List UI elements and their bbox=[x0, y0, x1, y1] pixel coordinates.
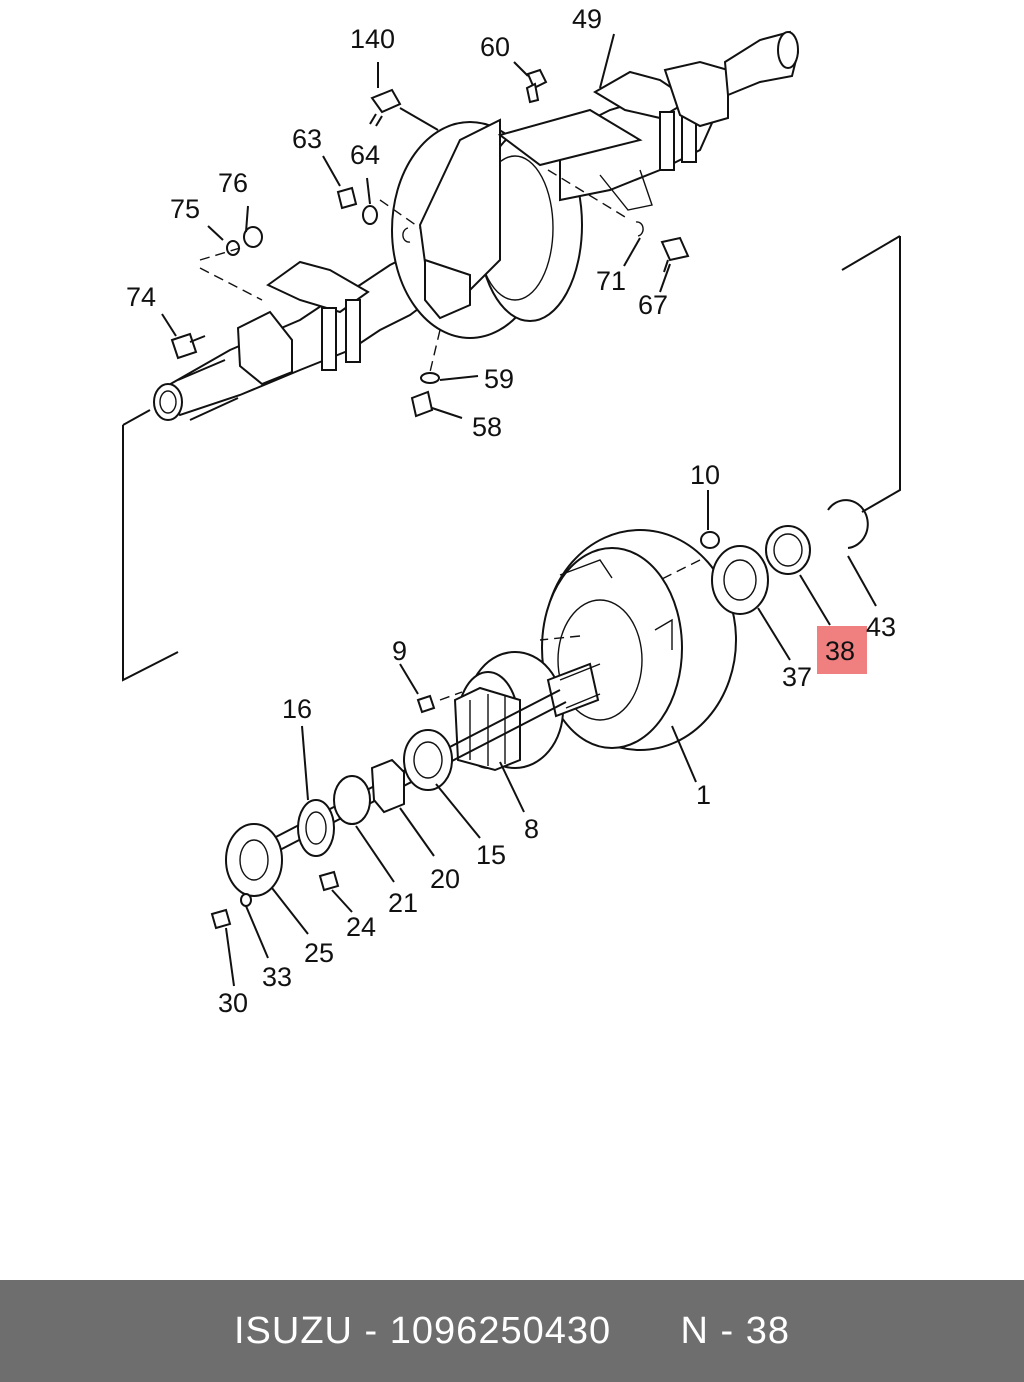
callout-71: 71 bbox=[596, 266, 626, 296]
callout-8: 8 bbox=[524, 814, 539, 844]
callout-37: 37 bbox=[782, 662, 812, 692]
callout-67: 67 bbox=[638, 290, 668, 320]
callout-25: 25 bbox=[304, 938, 334, 968]
callout-1: 1 bbox=[696, 780, 711, 810]
axle-housing bbox=[153, 30, 800, 421]
callout-74: 74 bbox=[126, 282, 156, 312]
bearings-and-seals bbox=[210, 499, 869, 930]
callout-76: 76 bbox=[218, 168, 248, 198]
ref-number: 38 bbox=[745, 1309, 790, 1352]
highlight-box-38 bbox=[817, 626, 867, 674]
callout-75: 75 bbox=[170, 194, 200, 224]
callout-16: 16 bbox=[282, 694, 312, 724]
leader-lines-bottom bbox=[225, 490, 877, 987]
separator: - bbox=[353, 1309, 390, 1352]
callout-63: 63 bbox=[292, 124, 322, 154]
callout-labels: 140 49 60 63 64 76 75 74 71 67 59 58 10 … bbox=[126, 4, 896, 1018]
housing-hardware bbox=[170, 68, 690, 418]
callout-58: 58 bbox=[472, 412, 502, 442]
assembly-bracket bbox=[122, 235, 901, 682]
callout-30: 30 bbox=[218, 988, 248, 1018]
callout-60: 60 bbox=[480, 32, 510, 62]
callout-10: 10 bbox=[690, 460, 720, 490]
ref-separator: - bbox=[708, 1309, 746, 1352]
callout-59: 59 bbox=[484, 364, 514, 394]
callout-140: 140 bbox=[350, 24, 395, 54]
ref-prefix: N bbox=[680, 1309, 709, 1352]
spacer bbox=[611, 1310, 680, 1352]
alignment-lines-top bbox=[161, 33, 671, 419]
callout-24: 24 bbox=[346, 912, 376, 942]
exploded-parts-diagram: 140 49 60 63 64 76 75 74 71 67 59 58 10 … bbox=[122, 4, 901, 1018]
part-number-caption: ISUZU - 1096250430 N - 38 bbox=[234, 1310, 790, 1353]
footer-bar: ISUZU - 1096250430 N - 38 bbox=[0, 1280, 1024, 1382]
callout-15: 15 bbox=[476, 840, 506, 870]
part-number: 1096250430 bbox=[389, 1309, 612, 1352]
brand-name: ISUZU bbox=[234, 1309, 353, 1352]
callout-38: 38 bbox=[825, 636, 855, 666]
callout-49: 49 bbox=[572, 4, 602, 34]
callout-21: 21 bbox=[388, 888, 418, 918]
callout-9: 9 bbox=[392, 636, 407, 666]
brake-drum bbox=[541, 529, 737, 751]
callout-64: 64 bbox=[350, 140, 380, 170]
callout-33: 33 bbox=[262, 962, 292, 992]
wheel-hub bbox=[453, 651, 601, 772]
callout-20: 20 bbox=[430, 864, 460, 894]
callout-43: 43 bbox=[866, 612, 896, 642]
